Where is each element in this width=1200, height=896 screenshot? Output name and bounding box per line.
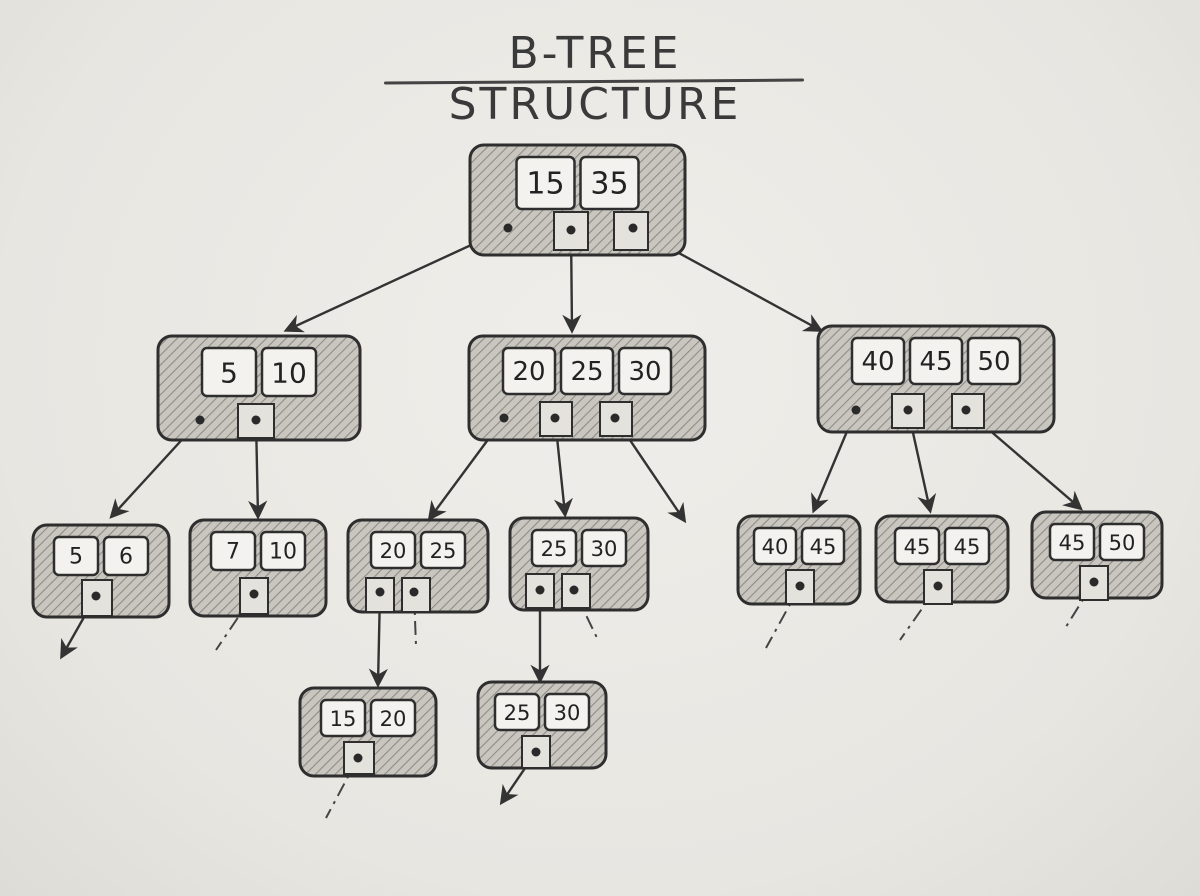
key-cell <box>260 346 318 398</box>
key-value: 20 <box>512 357 545 387</box>
key-value: 50 <box>977 347 1010 377</box>
diagram-title: B-TREE STRUCTURE <box>448 28 742 130</box>
key-cell <box>752 526 798 566</box>
pointer-dot <box>566 225 576 235</box>
key-value: 10 <box>271 357 307 390</box>
pointer-dot <box>91 591 101 601</box>
key-value: 25 <box>570 357 603 387</box>
key-value: 15 <box>526 167 564 202</box>
pointer-dot <box>531 747 541 757</box>
key-cell <box>1098 522 1146 562</box>
key-cell <box>501 346 557 396</box>
key-value: 15 <box>330 707 357 731</box>
key-cell <box>200 346 258 398</box>
key-value: 30 <box>554 701 581 725</box>
pointer-dot <box>499 413 509 423</box>
key-value: 30 <box>591 537 618 561</box>
key-value: 25 <box>504 701 531 725</box>
key-value: 45 <box>919 347 952 377</box>
pointer-dot <box>610 413 620 423</box>
key-cell <box>908 336 964 386</box>
tree-node: 20 25 30 <box>467 334 707 442</box>
pointer-dot <box>503 223 513 233</box>
key-cell <box>893 526 941 566</box>
pointer-dot <box>903 405 913 415</box>
key-cell <box>943 526 991 566</box>
key-cell <box>850 336 906 386</box>
key-value: 25 <box>430 539 457 563</box>
key-value: 50 <box>1109 531 1136 555</box>
key-cell <box>102 535 150 577</box>
tree-node: 5 10 <box>156 334 362 442</box>
key-cell <box>319 698 367 738</box>
tree-node: 40 45 50 <box>816 324 1056 434</box>
pointer-dot <box>550 413 560 423</box>
key-cell <box>515 155 576 211</box>
key-value: 45 <box>904 535 931 559</box>
pointer-dot <box>353 753 363 763</box>
key-value: 5 <box>220 357 238 390</box>
key-value: 45 <box>1059 531 1086 555</box>
pointer-dot <box>851 405 861 415</box>
key-cell <box>1048 522 1096 562</box>
key-cell <box>543 692 591 732</box>
pointer-dot <box>1089 577 1099 587</box>
key-value: 40 <box>861 347 894 377</box>
tree-node: 45 45 <box>874 514 1010 605</box>
pointer-dot <box>628 223 638 233</box>
pointer-dot <box>535 585 545 595</box>
pointer-dot <box>375 587 385 597</box>
key-cell <box>530 528 578 568</box>
pointer-slot <box>891 393 925 429</box>
key-cell <box>419 530 467 570</box>
key-value: 7 <box>226 540 240 565</box>
key-value: 45 <box>954 535 981 559</box>
key-value: 6 <box>119 545 133 570</box>
pointer-dot <box>409 587 419 597</box>
key-value: 30 <box>628 357 661 387</box>
tree-node: 7 10 <box>188 518 328 618</box>
key-cell <box>617 346 673 396</box>
key-value: 20 <box>380 539 407 563</box>
key-cell <box>52 535 100 577</box>
key-cell <box>800 526 846 566</box>
pointer-slot <box>401 577 431 613</box>
key-cell <box>493 692 541 732</box>
pointer-dot <box>249 589 259 599</box>
key-cell <box>259 530 307 572</box>
key-value: 10 <box>269 540 297 565</box>
key-value: 45 <box>810 535 837 559</box>
key-value: 5 <box>69 545 83 570</box>
key-cell <box>209 530 257 572</box>
pointer-dot <box>195 415 205 425</box>
pointer-slot <box>81 579 113 617</box>
pointer-slot <box>237 403 275 439</box>
key-value: 35 <box>590 167 628 202</box>
pointer-dot <box>569 585 579 595</box>
tree-node: 40 45 <box>736 514 862 606</box>
pointer-dot <box>251 415 261 425</box>
key-value: 20 <box>380 707 407 731</box>
tree-node: 45 50 <box>1030 510 1164 601</box>
key-cell <box>369 698 417 738</box>
key-cell <box>966 336 1022 386</box>
key-value: 40 <box>762 535 789 559</box>
tree-node: 25 30 <box>508 516 650 612</box>
pointer-dot <box>961 405 971 415</box>
key-cell <box>369 530 417 570</box>
key-cell <box>580 528 628 568</box>
key-value: 25 <box>541 537 568 561</box>
pointer-dot <box>795 581 805 591</box>
key-cell <box>579 155 640 211</box>
tree-node: 25 30 <box>476 680 608 770</box>
pointer-dot <box>933 581 943 591</box>
key-cell <box>559 346 615 396</box>
